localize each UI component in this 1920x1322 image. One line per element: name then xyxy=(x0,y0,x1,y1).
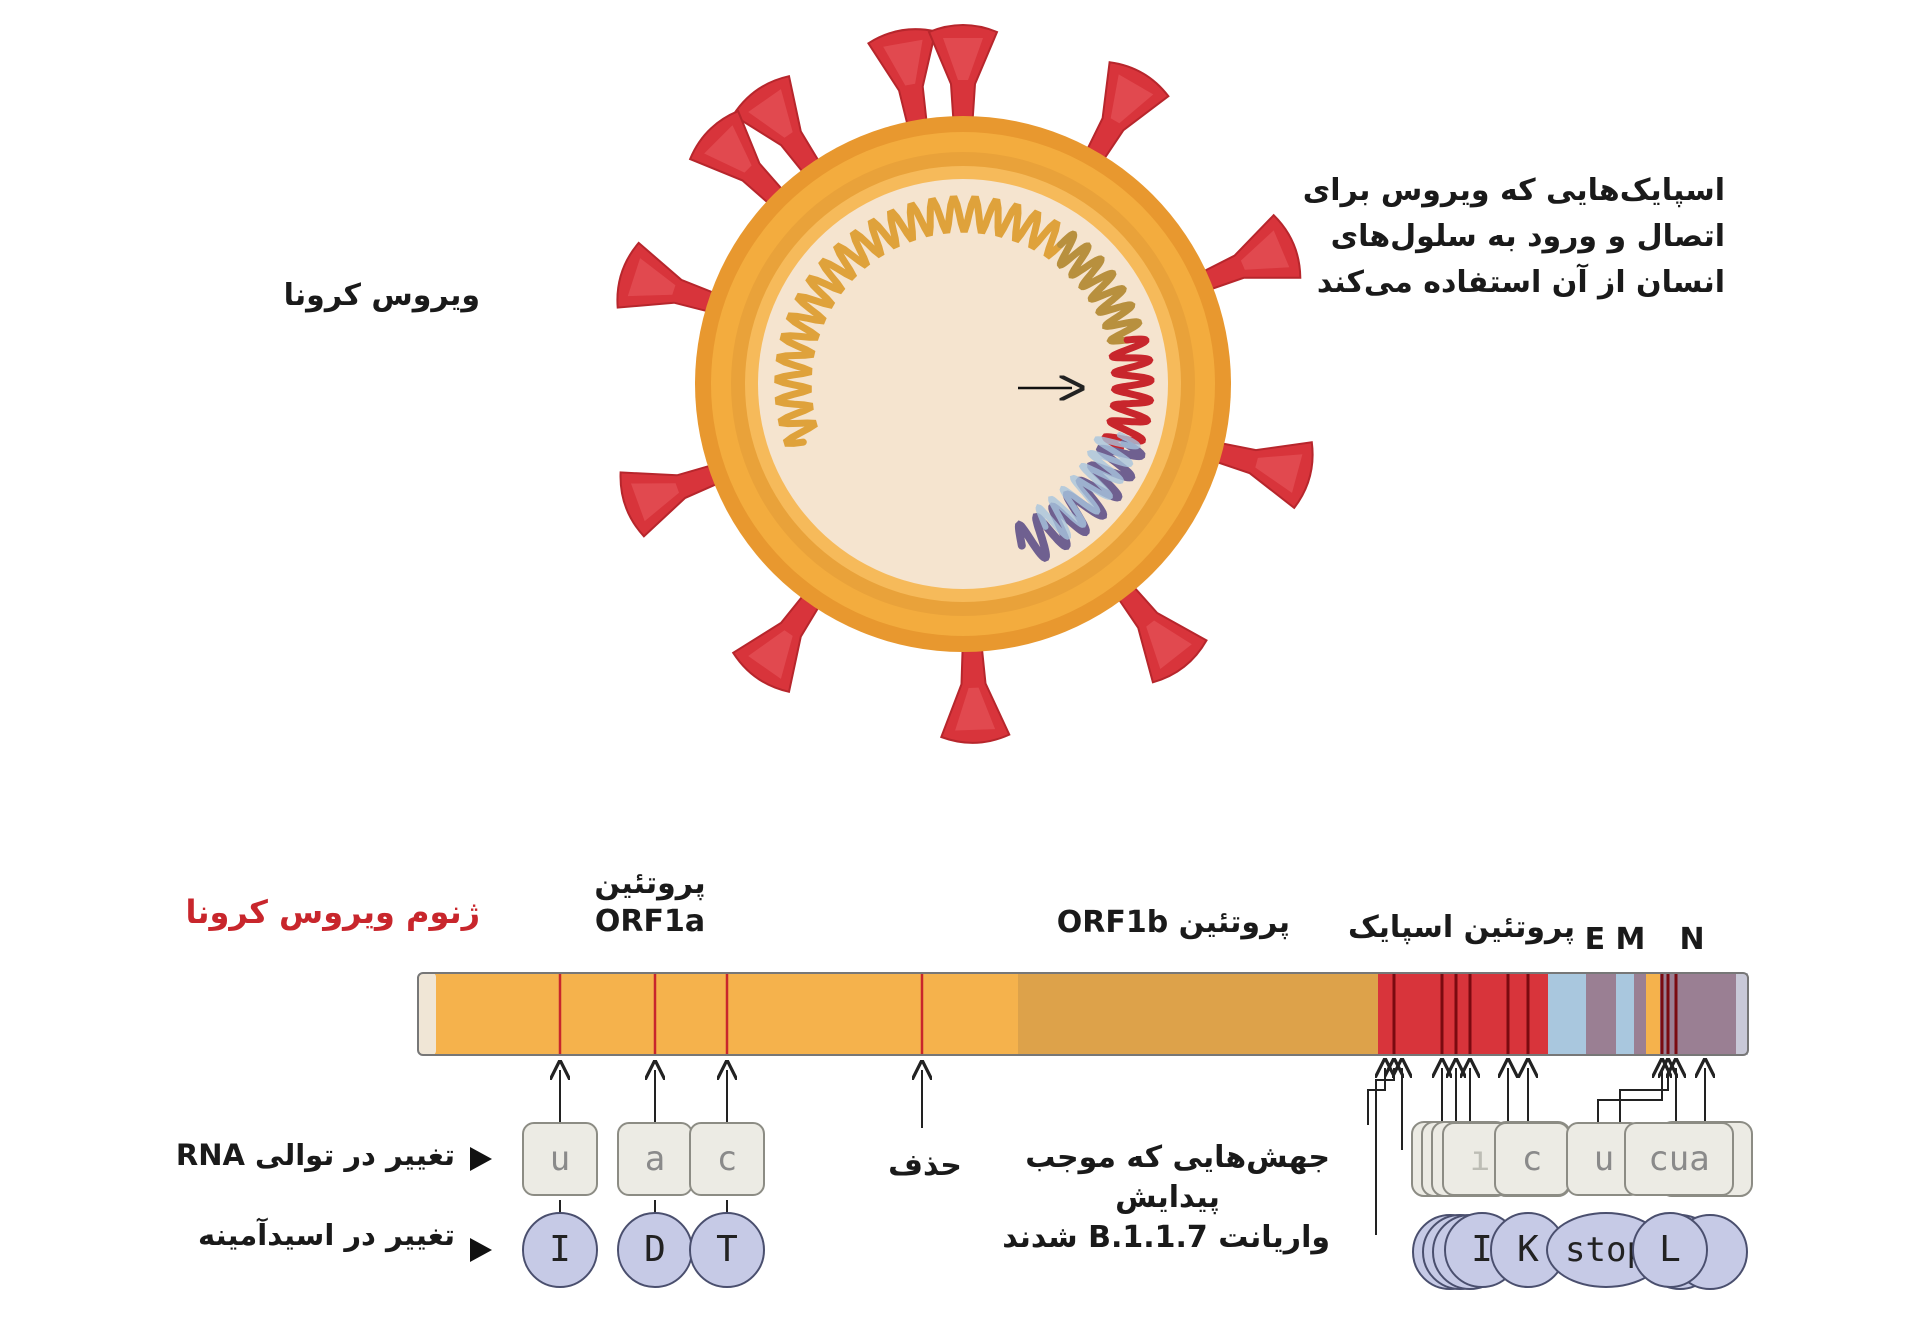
virus-illustration xyxy=(616,24,1314,744)
amino-acid-circle: I xyxy=(522,1212,598,1288)
mutations-note: جهش‌هایی که موجب پیدایش واریانت B.1.1.7 … xyxy=(1002,1138,1330,1258)
rna-change-label: تغییر در توالی RNA xyxy=(175,1138,455,1172)
spike-protein-label: پروتئین اسپایک xyxy=(1347,910,1575,945)
mutations-note-line-1: جهش‌هایی که موجب xyxy=(1025,1140,1330,1175)
triangle-right-icon xyxy=(470,1238,492,1262)
rna-base-box: a xyxy=(617,1122,693,1196)
virus-label: ویروس کرونا xyxy=(283,278,480,313)
virus-spikes xyxy=(616,24,1314,744)
orf1a-label-line-2: ORF1a xyxy=(594,904,706,939)
aa-change-label: تغییر در اسیدآمینه xyxy=(198,1218,455,1252)
triangle-right-icon xyxy=(470,1147,492,1171)
mutations-note-line-3: واریانت B.1.1.7 شدند xyxy=(1002,1220,1330,1255)
orf1a-label-line-1: پروتئین xyxy=(594,866,706,901)
amino-acid-circle: D xyxy=(617,1212,693,1288)
deletion-label: حذف xyxy=(888,1148,962,1183)
spike-note-line-2: اتصال و ورود به سلول‌های xyxy=(1330,219,1725,254)
n-label: N xyxy=(1679,922,1705,957)
spike-protein-shape xyxy=(616,241,725,315)
genome-bar xyxy=(417,972,1749,1056)
orf1b-label: پروتئین ORF1b xyxy=(1056,905,1290,940)
spike-note: اسپایک‌هایی که ویروس برای اتصال و ورود ب… xyxy=(1280,168,1725,306)
mutations-note-line-2: پیدایش xyxy=(1115,1180,1220,1215)
rna-base-box: u xyxy=(522,1122,598,1196)
amino-acid-circle: L xyxy=(1632,1212,1708,1288)
rna-base-box: c xyxy=(689,1122,765,1196)
arrow-up-icon xyxy=(1375,1068,1394,1235)
spike-note-line-3: انسان از آن استفاده می‌کند xyxy=(1316,265,1725,300)
genome-title: ژنوم ویروس کرونا xyxy=(185,893,480,931)
rna-base-box: cua xyxy=(1624,1122,1734,1196)
amino-acid-circle: T xyxy=(689,1212,765,1288)
arrow-up-icon xyxy=(1619,1068,1668,1150)
rna-base-box: c xyxy=(1494,1122,1570,1196)
em-label: E M xyxy=(1584,922,1646,957)
spike-note-line-1: اسپایک‌هایی که ویروس برای xyxy=(1302,173,1725,208)
